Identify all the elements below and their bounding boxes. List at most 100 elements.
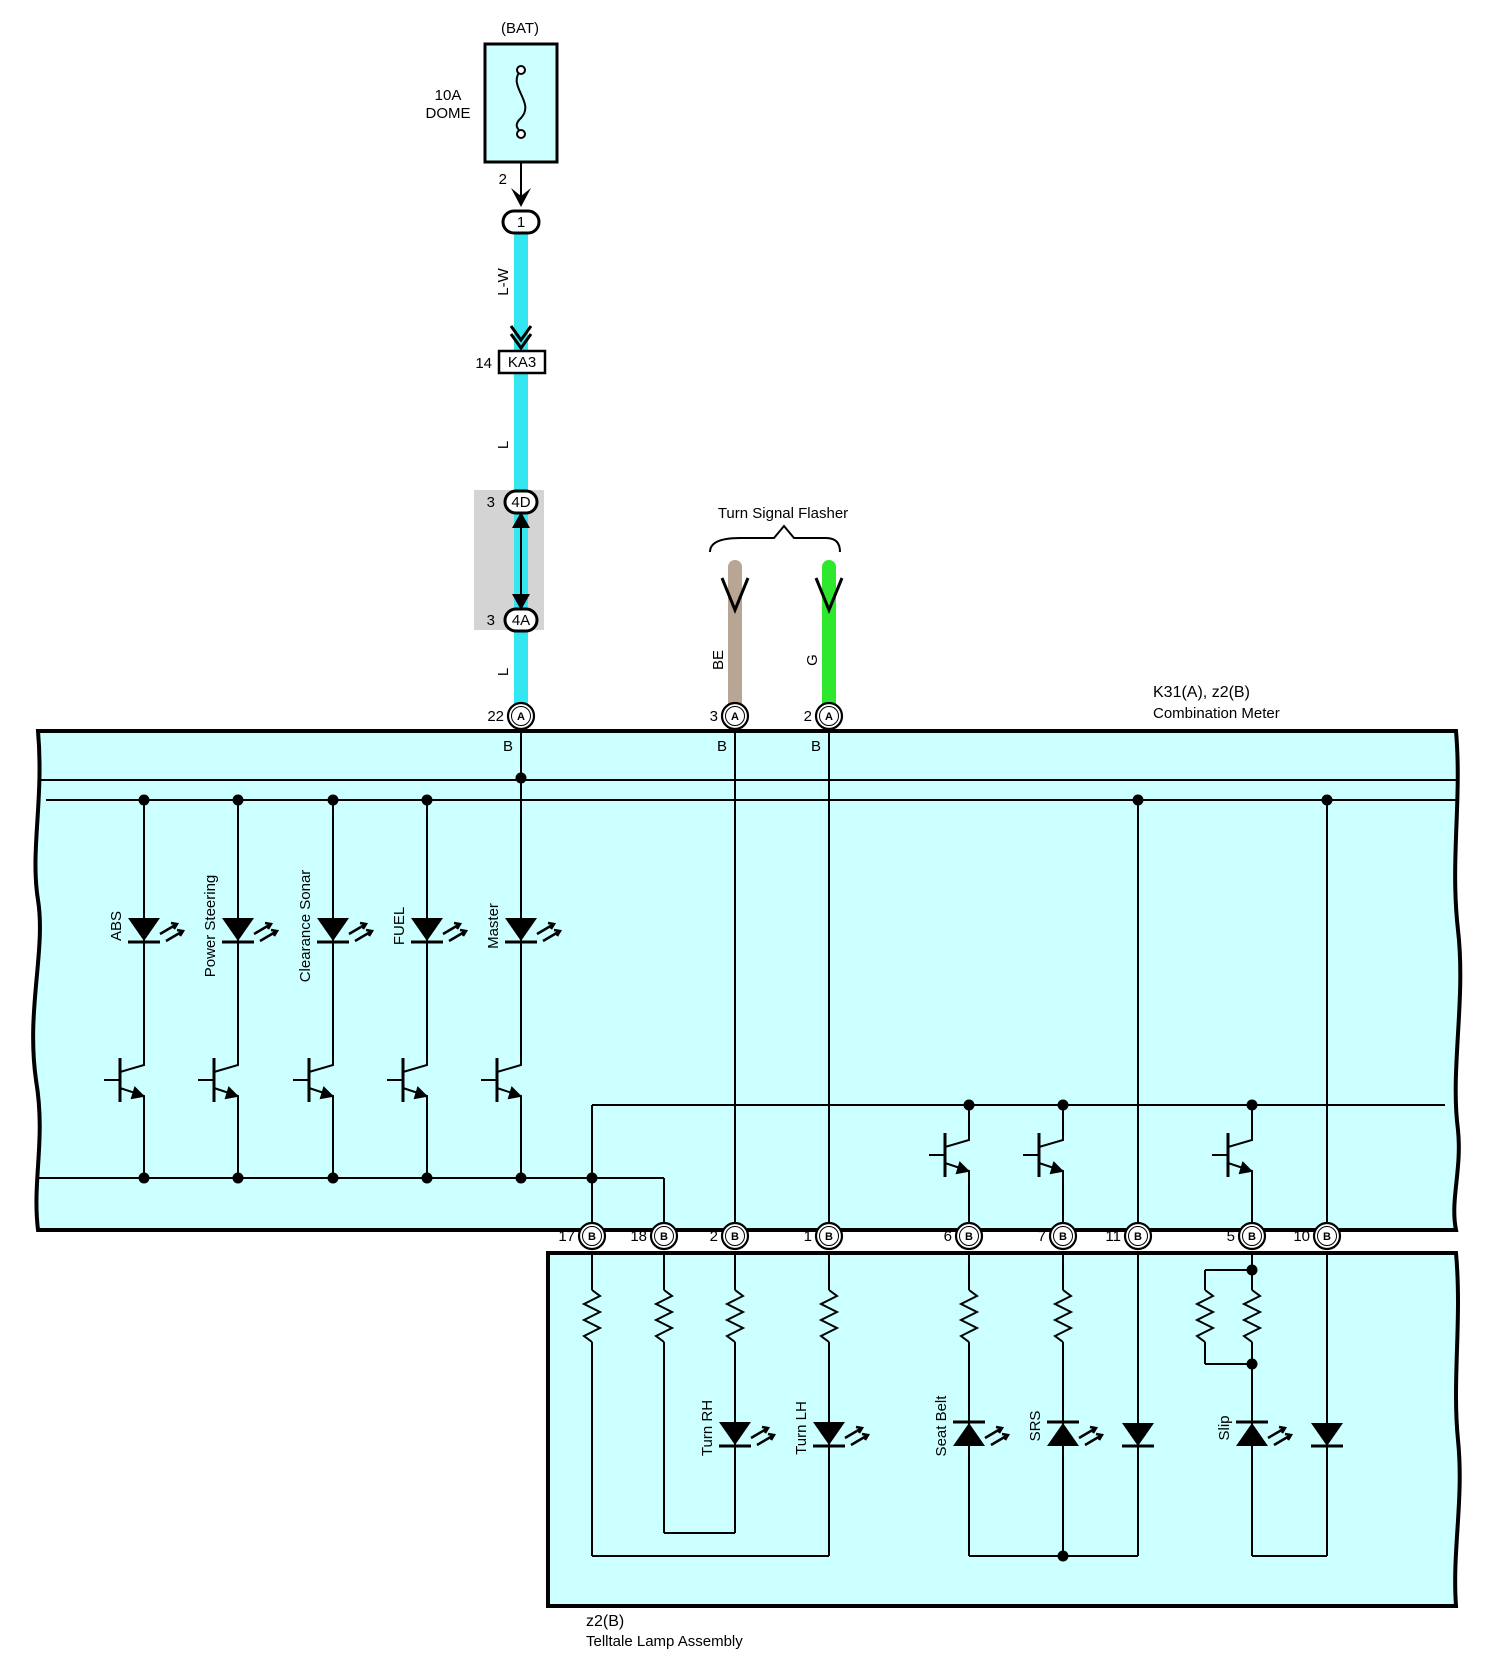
svg-text:B: B xyxy=(1059,1231,1067,1243)
junction-1 xyxy=(501,209,541,235)
arrow-up-icon xyxy=(512,512,530,528)
transistor xyxy=(198,1055,240,1105)
svg-text:B: B xyxy=(811,738,821,755)
flasher-title: Turn Signal Flasher xyxy=(718,505,848,522)
pin-b-6: B 6 xyxy=(944,1221,984,1251)
telltale-wiring xyxy=(581,1253,1328,1557)
svg-text:B: B xyxy=(965,1231,973,1243)
combination-meter-name: Combination Meter xyxy=(1153,705,1280,722)
junction-4a-id: 4A xyxy=(512,612,530,629)
junction-4d-pin: 3 xyxy=(487,494,495,511)
wire-lw-label: L-W xyxy=(495,267,512,295)
combination-meter-body xyxy=(31,729,1463,1232)
connector-ka3 xyxy=(497,349,547,375)
connector-ka3-pin: 14 xyxy=(475,355,492,372)
fuse-name: DOME xyxy=(426,105,471,122)
junction-1-label: 1 xyxy=(517,214,525,231)
pin-b-17: B 17 xyxy=(558,1221,607,1251)
svg-text:7: 7 xyxy=(1038,1228,1046,1245)
telltale-assembly-body xyxy=(546,1251,1462,1608)
pin-b-5: B 5 xyxy=(1227,1221,1267,1251)
junction-4a-pin: 3 xyxy=(487,612,495,629)
junction-block-4d-4a xyxy=(474,490,544,630)
transistor xyxy=(1212,1130,1254,1180)
svg-text:B: B xyxy=(503,738,513,755)
indicator-clearance-sonar-label: Clearance Sonar xyxy=(297,870,314,983)
svg-text:B: B xyxy=(588,1231,596,1243)
svg-text:B: B xyxy=(717,738,727,755)
transistor xyxy=(1023,1130,1065,1180)
lamp-seat-belt-label: Seat Belt xyxy=(933,1395,950,1457)
svg-text:A: A xyxy=(825,711,833,723)
indicator-clearance-sonar: Clearance Sonar xyxy=(297,870,375,983)
pin-b-1: B 1 xyxy=(804,1221,844,1251)
wire-lw-l xyxy=(514,224,528,716)
transistor xyxy=(293,1055,335,1105)
wire-g-label: G xyxy=(804,654,821,666)
diode xyxy=(1311,1423,1343,1448)
lamp-slip-label: Slip xyxy=(1216,1415,1233,1440)
svg-text:A: A xyxy=(517,711,525,723)
lamp-turn-lh-label: Turn LH xyxy=(793,1401,810,1455)
indicator-power-steering-label: Power Steering xyxy=(202,875,219,978)
pin-b-18: B 18 xyxy=(630,1221,679,1251)
combination-meter-connector: K31(A), z2(B) xyxy=(1153,684,1250,701)
svg-text:17: 17 xyxy=(558,1228,575,1245)
indicator-abs: ABS xyxy=(108,911,186,944)
fuse-rating: 10A xyxy=(435,87,462,104)
junction-4d-id: 4D xyxy=(511,494,530,511)
telltale-name: Telltale Lamp Assembly xyxy=(586,1633,743,1650)
svg-text:B: B xyxy=(660,1231,668,1243)
svg-text:11: 11 xyxy=(1105,1228,1121,1245)
svg-text:B: B xyxy=(825,1231,833,1243)
pin-a-3: A 3 B xyxy=(710,701,750,755)
svg-text:22: 22 xyxy=(487,708,504,725)
indicator-master-label: Master xyxy=(485,903,502,949)
chevron-down-icon xyxy=(720,577,750,614)
chevron-down-icon xyxy=(814,577,844,614)
svg-text:2: 2 xyxy=(710,1228,718,1245)
lamp-seat-belt: Seat Belt xyxy=(933,1395,1011,1457)
wire-l-lower-label: L xyxy=(495,668,512,676)
svg-text:A: A xyxy=(731,711,739,723)
indicator-fuel-label: FUEL xyxy=(391,907,408,945)
double-chevron-icon xyxy=(509,325,533,351)
indicator-abs-label: ABS xyxy=(108,911,125,941)
pin-b-7: B 7 xyxy=(1038,1221,1078,1251)
wire-l-upper-label: L xyxy=(495,441,512,449)
svg-text:10: 10 xyxy=(1293,1228,1310,1245)
lamp-turn-rh: Turn RH xyxy=(699,1400,777,1456)
wire-be-label: BE xyxy=(710,650,727,670)
transistor xyxy=(929,1130,971,1180)
svg-text:18: 18 xyxy=(630,1228,647,1245)
svg-text:2: 2 xyxy=(804,708,812,725)
pin-b-2: B 2 xyxy=(710,1221,750,1251)
transistor xyxy=(387,1055,429,1105)
junction-4d xyxy=(503,489,539,515)
flasher-brace xyxy=(709,524,841,553)
connector-ka3-id: KA3 xyxy=(508,354,536,371)
diode xyxy=(1122,1423,1154,1448)
junction-dot xyxy=(1057,1550,1069,1562)
lamp-srs: SRS xyxy=(1027,1411,1105,1447)
pin-a-22: A 22 B xyxy=(487,701,536,755)
svg-text:B: B xyxy=(731,1231,739,1243)
lamp-slip: Slip xyxy=(1216,1415,1294,1447)
svg-text:B: B xyxy=(1248,1231,1256,1243)
indicator-power-steering: Power Steering xyxy=(202,875,280,978)
indicator-fuel: FUEL xyxy=(391,907,469,945)
fuse-box xyxy=(483,42,559,164)
junction-4a xyxy=(503,607,539,633)
chevron-down-icon xyxy=(511,188,531,207)
telltale-connector: z2(B) xyxy=(586,1613,624,1630)
svg-text:3: 3 xyxy=(710,708,718,725)
pin-a-2: A 2 B xyxy=(804,701,844,755)
fuse-out-pin: 2 xyxy=(499,171,507,188)
pin-b-11: B 11 xyxy=(1105,1221,1153,1251)
svg-text:1: 1 xyxy=(804,1228,812,1245)
lamp-srs-label: SRS xyxy=(1027,1411,1044,1442)
lamp-turn-rh-label: Turn RH xyxy=(699,1400,716,1456)
junction-dot xyxy=(1246,1358,1258,1370)
indicator-master: Master xyxy=(485,903,563,949)
